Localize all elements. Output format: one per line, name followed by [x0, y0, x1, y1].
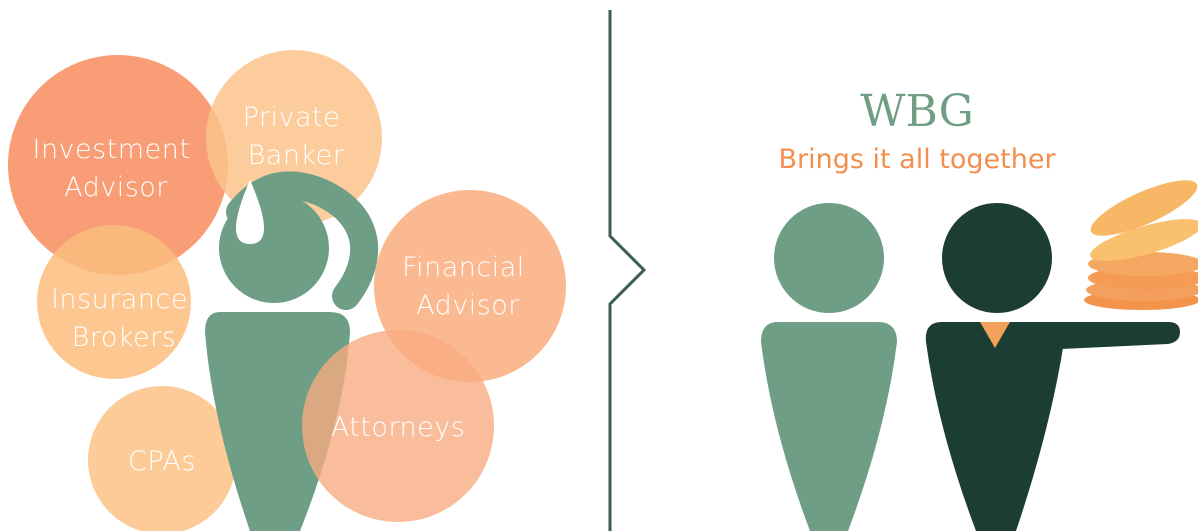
investment-advisor-bubble	[8, 55, 228, 275]
insurance-brokers-bubble	[37, 225, 191, 379]
brand-tagline: Brings it all together	[778, 144, 1056, 175]
client-person-icon	[761, 203, 897, 531]
wbg-person-icon	[925, 203, 1180, 531]
financial-advisor-line-1: Financial	[402, 252, 525, 283]
investment-advisor-label: Investment Advisor	[32, 134, 199, 203]
sweat-drop-icon	[236, 180, 264, 244]
wbg-person-arm	[1040, 322, 1180, 350]
private-banker-line-2: Banker	[248, 140, 345, 171]
confused-person-body	[205, 312, 350, 531]
coin	[1090, 219, 1198, 261]
insurance-brokers-line-2: Brokers	[72, 322, 177, 353]
insurance-brokers-label: Insurance Brokers	[51, 284, 197, 353]
brand-title: WBG	[860, 86, 974, 137]
financial-advisor-line-2: Advisor	[416, 290, 520, 321]
cpas-bubble	[88, 386, 236, 531]
divider-chevron	[608, 10, 647, 531]
wbg-person-body	[925, 322, 1065, 531]
confused-person-icon	[205, 171, 379, 531]
insurance-brokers-line-1: Insurance	[51, 284, 188, 315]
wbg-person-head	[942, 203, 1052, 313]
attorneys-line-1: Attorneys	[331, 412, 466, 443]
financial-advisor-label: Financial Advisor	[402, 252, 534, 321]
coin-stack-icon	[1084, 180, 1198, 310]
investment-advisor-line-1: Investment	[32, 134, 190, 165]
client-person-head	[774, 203, 884, 313]
attorneys-bubble	[302, 330, 494, 522]
coin	[1090, 180, 1198, 236]
private-banker-label: Private Banker	[243, 102, 350, 171]
right-panel: WBG Brings it all together	[761, 86, 1198, 531]
cpas-label: CPAs	[128, 446, 196, 477]
investment-advisor-line-2: Advisor	[64, 172, 168, 203]
left-panel: Investment Advisor Private Banker Insura…	[8, 50, 566, 531]
private-banker-line-1: Private	[243, 102, 341, 133]
tie-icon	[980, 322, 1010, 348]
attorneys-label: Attorneys	[331, 412, 466, 443]
confused-person-arm	[226, 171, 379, 310]
client-person-body	[761, 322, 897, 531]
cpas-line-1: CPAs	[128, 446, 196, 477]
